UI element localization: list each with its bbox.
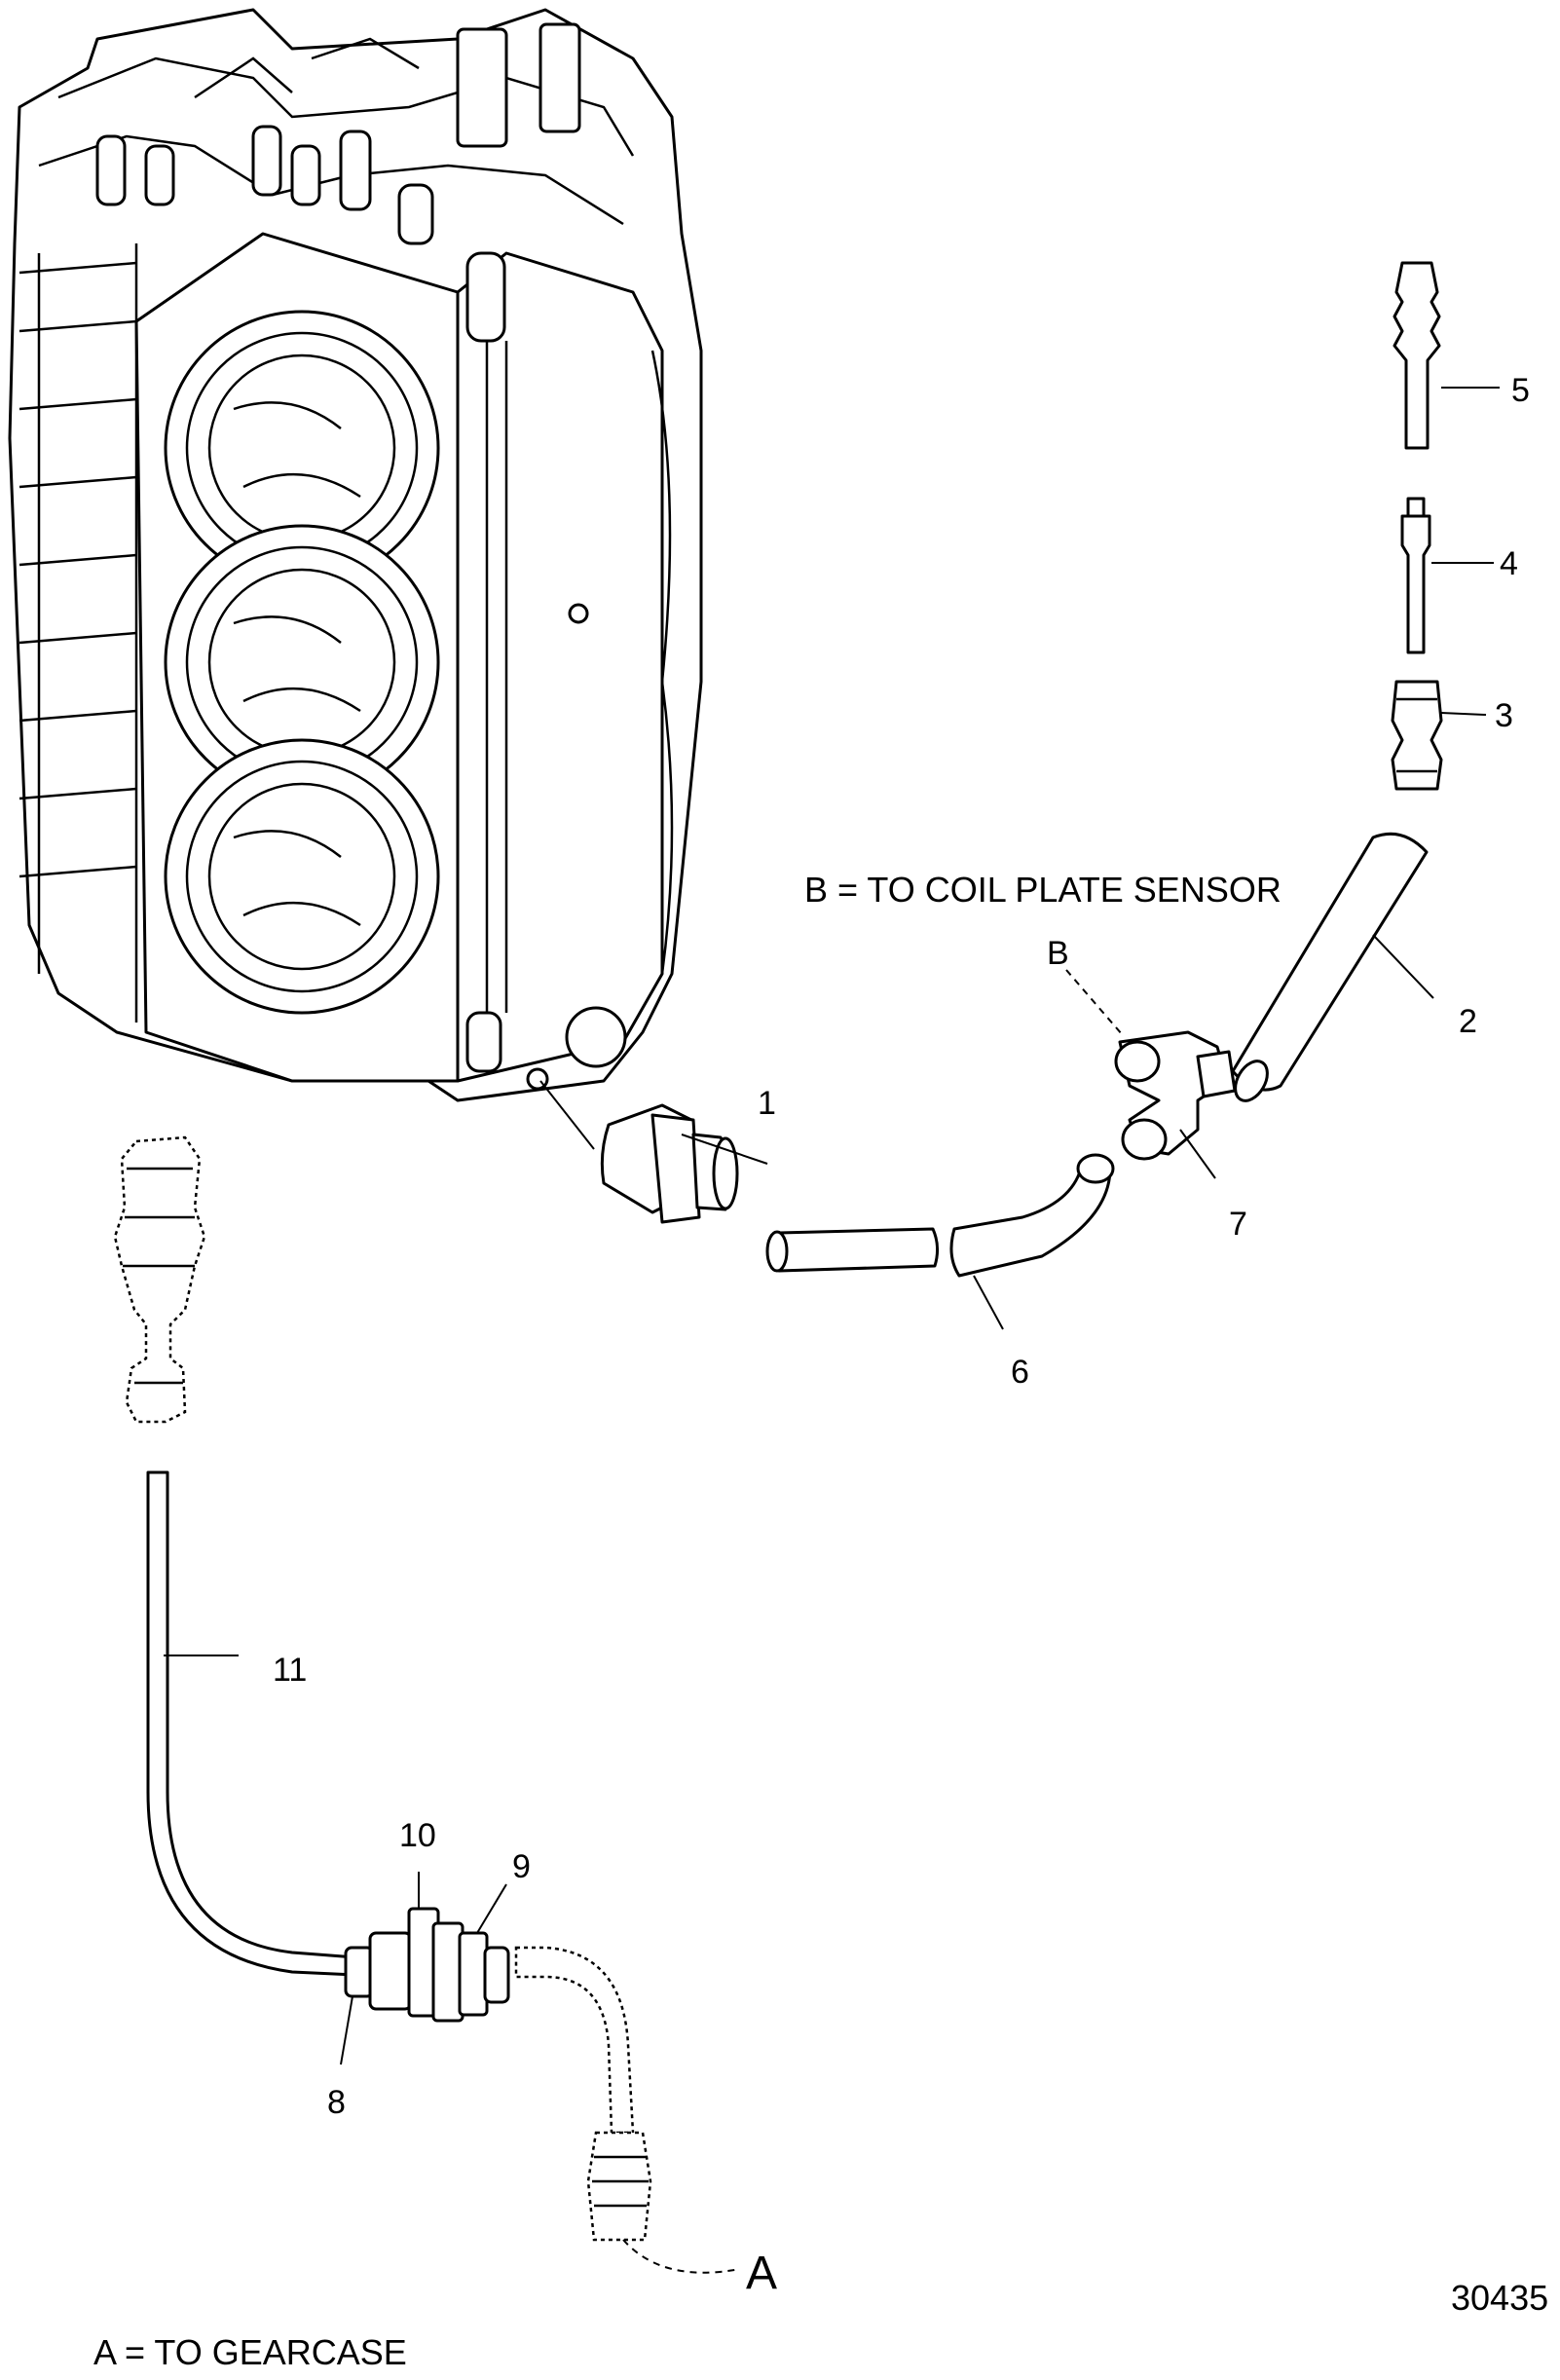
part-4-pin (1400, 497, 1431, 654)
callout-2: 2 (1459, 1003, 1477, 1040)
callout-1: 1 (758, 1085, 776, 1122)
gearcase-hose (514, 1946, 652, 2242)
callout-8: 8 (327, 2084, 346, 2121)
part-3-connector (1391, 680, 1443, 791)
note-a-gearcase: A = TO GEARCASE (93, 2332, 407, 2372)
part-2-hose (1231, 832, 1429, 1102)
part-5-barbed-fitting (1393, 261, 1441, 450)
callout-3: 3 (1495, 697, 1513, 734)
callout-9: 9 (512, 1848, 531, 1885)
part-6-hose (765, 1153, 1115, 1278)
part-1-threaded-fitting (600, 1103, 739, 1224)
pickup-fitting (113, 1135, 206, 1424)
callout-7: 7 (1229, 1206, 1247, 1243)
engine-block (8, 8, 703, 1102)
callout-11: 11 (273, 1652, 307, 1689)
callout-6: 6 (1011, 1354, 1029, 1391)
callout-4: 4 (1500, 545, 1518, 582)
callout-b: B (1047, 935, 1069, 972)
note-b-coil-plate-sensor: B = TO COIL PLATE SENSOR (804, 870, 1281, 910)
part-7-tee-fitting (1114, 1030, 1237, 1161)
part-11-tube (146, 1470, 357, 1977)
callout-10: 10 (399, 1817, 436, 1854)
callout-a: A (746, 2248, 777, 2299)
figure-number: 30435 (1451, 2278, 1548, 2318)
callout-5: 5 (1511, 372, 1530, 409)
fitting-assembly-8-9-10 (344, 1907, 510, 2023)
